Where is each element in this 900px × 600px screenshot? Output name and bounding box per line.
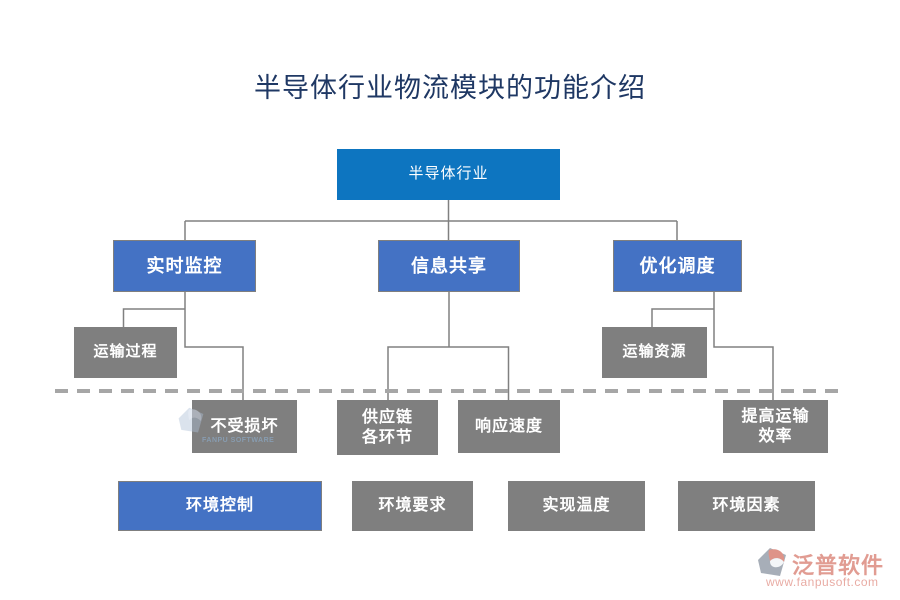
fanpu-logo-icon [758, 548, 786, 576]
node-realtime-monitoring: 实时监控 [113, 240, 256, 292]
node-response-speed: 响应速度 [458, 400, 560, 453]
node-semiconductor-industry: 半导体行业 [337, 149, 560, 200]
fanpu-logo: 泛普软件 www.fanpusoft.com [756, 548, 896, 594]
node-information-sharing: 信息共享 [378, 240, 520, 292]
node-achieve-temperature: 实现温度 [508, 481, 645, 531]
fanpu-logo-url: www.fanpusoft.com [766, 575, 879, 589]
node-transport-process: 运输过程 [74, 327, 177, 378]
node-improve-transport-efficiency: 提高运输 效率 [723, 400, 828, 453]
diagram-title: 半导体行业物流模块的功能介绍 [254, 73, 646, 103]
node-no-damage: 不受损坏 [192, 400, 297, 453]
node-transport-resources: 运输资源 [602, 327, 707, 378]
node-optimized-dispatch: 优化调度 [613, 240, 742, 292]
node-supply-chain-links: 供应链 各环节 [337, 400, 438, 455]
node-environment-factors: 环境因素 [678, 481, 815, 531]
node-environment-requirements: 环境要求 [352, 481, 473, 531]
node-environment-control: 环境控制 [118, 481, 322, 531]
fanpu-logo-name: 泛普软件 [792, 553, 885, 578]
